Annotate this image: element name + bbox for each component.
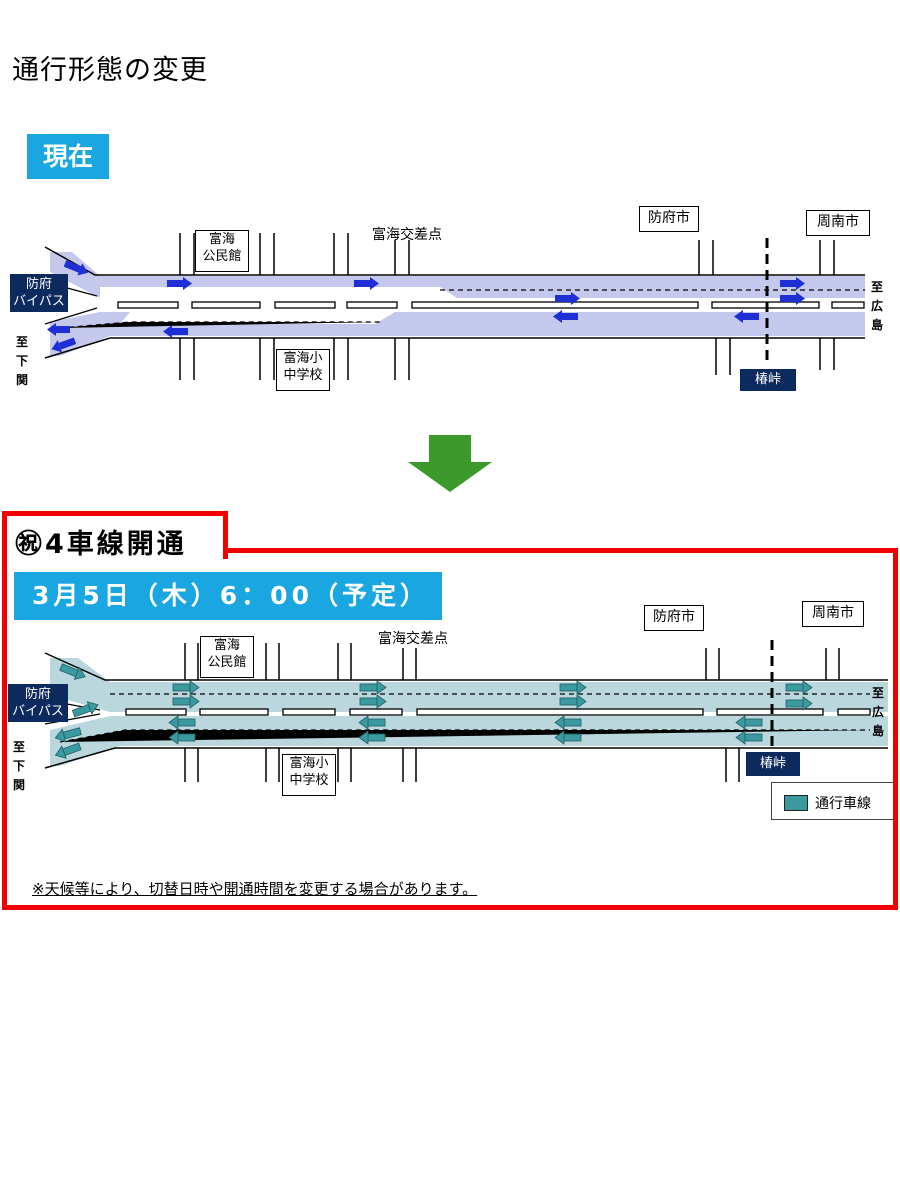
legend-swatch [784, 795, 808, 811]
arrow-right-icon [359, 680, 387, 695]
arrow-left-icon [51, 337, 77, 353]
hofu-city-label: 防府市 [644, 605, 704, 631]
arrow-left-icon [735, 730, 763, 745]
bypass-label: 防府バイパス [10, 274, 68, 312]
arrow-right-icon [559, 694, 587, 709]
arrow-left-icon [358, 730, 386, 745]
after-arrows [54, 663, 813, 759]
intersection-label: 富海交差点 [378, 631, 448, 647]
arrow-right-icon [354, 277, 379, 290]
tsubaki-pass-label: 椿峠 [740, 369, 796, 391]
arrow-left-icon [168, 730, 196, 745]
arrow-right-icon [559, 680, 587, 695]
footnote: ※天候等により、切替日時や開通時間を変更する場合があります。 [32, 880, 478, 898]
tomiumi-hall-label: 富海公民館 [195, 230, 249, 272]
to-hiroshima-label: 至広島 [870, 280, 883, 332]
transition-down-arrow-icon [408, 435, 492, 492]
after-lane-upper [50, 658, 888, 712]
arrow-right-icon [785, 680, 813, 695]
before-lane-upper [50, 252, 865, 298]
arrow-right-icon [63, 260, 89, 276]
arrow-right-icon [780, 277, 805, 290]
arrow-right-icon [172, 680, 200, 695]
arrow-right-icon [172, 694, 200, 709]
to-hiroshima-label: 至広島 [871, 686, 884, 738]
page-title: 通行形態の変更 [12, 55, 208, 86]
arrow-left-icon [163, 325, 188, 338]
arrow-right-icon [71, 701, 99, 718]
before-road [44, 233, 865, 380]
after-lane-lower [50, 716, 888, 766]
arrow-right-icon [555, 292, 580, 305]
shunan-city-label: 周南市 [806, 210, 870, 236]
tomiumi-school-label: 富海小中学校 [276, 349, 330, 391]
current-badge: 現在 [27, 134, 109, 179]
opening-heading: ㊗4車線開通 [2, 511, 228, 560]
after-road [44, 640, 888, 782]
arrow-right-icon [167, 277, 192, 290]
tsubaki-pass-label: 椿峠 [746, 752, 800, 776]
tomiumi-school-label: 富海小中学校 [282, 754, 336, 796]
arrow-left-icon [358, 715, 386, 730]
after-frame [2, 548, 898, 910]
arrow-left-icon [554, 715, 582, 730]
to-shimonoseki-label: 至下関 [15, 335, 28, 387]
hofu-city-label: 防府市 [639, 206, 699, 232]
arrow-left-icon [553, 310, 578, 323]
before-arrows [47, 260, 805, 353]
to-shimonoseki-label: 至下関 [12, 740, 25, 792]
intersection-label: 富海交差点 [372, 227, 442, 243]
arrow-right-icon [359, 694, 387, 709]
arrow-left-icon [735, 715, 763, 730]
arrow-right-icon [780, 292, 805, 305]
shunan-city-label: 周南市 [802, 601, 864, 627]
arrow-right-icon [785, 696, 813, 711]
arrow-left-icon [554, 730, 582, 745]
bypass-label: 防府バイパス [8, 684, 68, 722]
arrow-right-icon [59, 663, 86, 681]
arrow-left-icon [54, 742, 82, 759]
tomiumi-hall-label: 富海公民館 [200, 636, 254, 678]
legend: 通行車線 [771, 782, 893, 820]
opening-date-badge: 3月5日（木）6：00（予定） [14, 572, 442, 620]
arrow-left-icon [54, 727, 82, 743]
arrow-left-icon [47, 323, 70, 336]
arrow-left-icon [168, 715, 196, 730]
legend-label: 通行車線 [815, 796, 871, 812]
arrow-left-icon [734, 310, 759, 323]
